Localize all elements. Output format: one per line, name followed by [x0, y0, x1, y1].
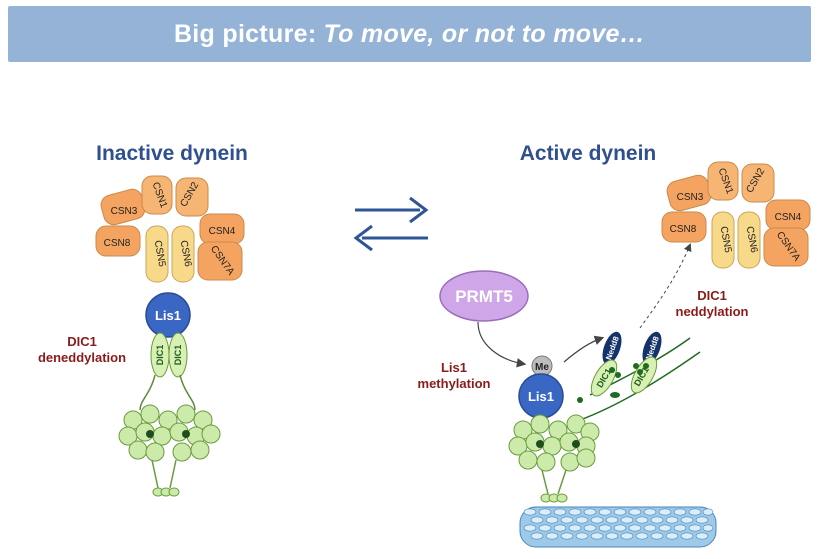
- csn-label: CSN6: [744, 225, 760, 254]
- deneddylation-line1: DIC1: [67, 334, 97, 349]
- prmt5-label: PRMT5: [455, 287, 513, 306]
- csn-label: CSN3: [677, 192, 704, 203]
- dic1-label: DIC1: [173, 345, 183, 366]
- deneddylation-line2: deneddylation: [38, 350, 126, 365]
- csn-complex-left: CSN3 CSN1 CSN2 CSN8 CSN5 CSN6 CSN4 CSN7A: [95, 175, 245, 283]
- dynein-motor-right: [508, 414, 600, 503]
- prmt5-enzyme: [439, 270, 529, 322]
- methylation-line1: Lis1: [441, 360, 467, 375]
- methyl-label: Me: [535, 362, 549, 373]
- dic1-left: DIC1 DIC1: [150, 332, 188, 378]
- csn-label: CSN5: [718, 225, 734, 254]
- csn-release-arrow: [639, 243, 692, 329]
- csn-label: CSN6: [178, 239, 194, 268]
- active-heading: Active dynein: [520, 142, 657, 165]
- lis1-left: [145, 292, 191, 338]
- csn-label: CSN8: [670, 224, 697, 235]
- lis1-left-label: Lis1: [155, 308, 181, 323]
- neddylation-line1: DIC1: [697, 288, 727, 303]
- banner-title: Big picture:: [173, 19, 317, 48]
- banner-subtitle: To move, or not to move…: [323, 19, 646, 48]
- csn-complex-right: CSN3 CSN1 CSN2 CSN8 CSN5 CSN6 CSN4 CSN7A: [661, 161, 811, 269]
- csn-label: CSN4: [775, 212, 802, 223]
- dynein-motor-left: [118, 374, 221, 497]
- methylation-arrow: [477, 321, 527, 368]
- microtubule: [519, 506, 717, 548]
- to-neddylation-arrow: [563, 335, 605, 363]
- nedd8-dic1-right: Nedd8 Nedd8 DIC1 DIC1: [577, 331, 701, 421]
- equilibrium-arrows: [353, 196, 429, 252]
- methylation-line2: methylation: [418, 376, 491, 391]
- csn-label: CSN8: [104, 238, 131, 249]
- dic1-label: DIC1: [155, 345, 165, 366]
- lis1-right-label: Lis1: [528, 389, 554, 404]
- title-banner: Big picture: To move, or not to move…: [8, 6, 811, 62]
- csn-label: CSN5: [152, 239, 168, 268]
- csn-label: CSN4: [209, 226, 236, 237]
- inactive-heading: Inactive dynein: [96, 142, 248, 165]
- csn-label: CSN3: [111, 206, 138, 217]
- neddylation-line2: neddylation: [676, 304, 749, 319]
